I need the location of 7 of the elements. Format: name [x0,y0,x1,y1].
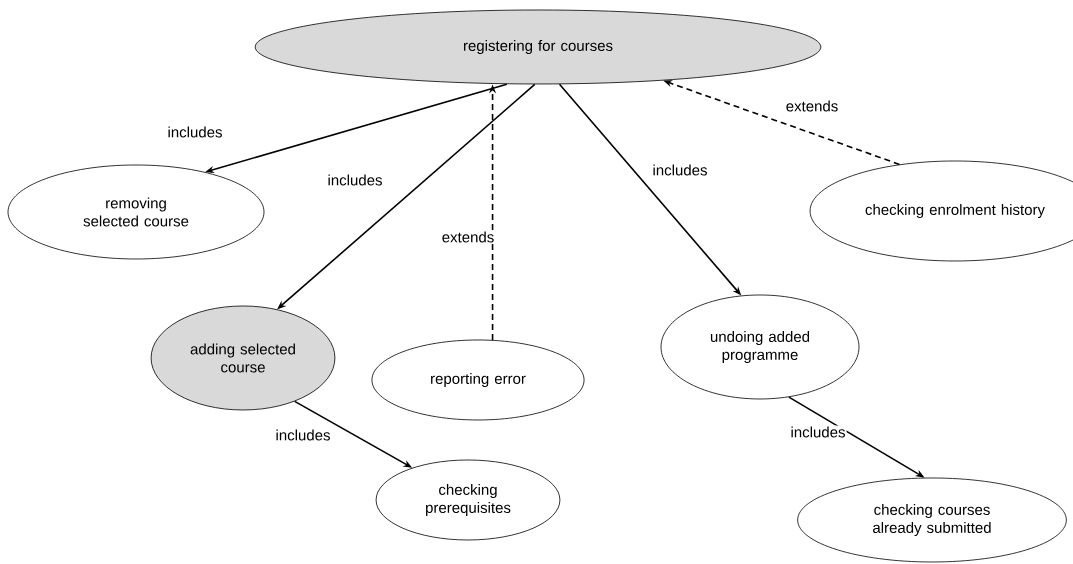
edge-label: includes [326,173,384,187]
edge-label: includes [166,125,224,139]
edge-label: extends [440,230,496,244]
edge-label: includes [274,428,332,442]
edge-label: includes [651,163,709,177]
edge-label: extends [784,99,840,113]
edge-label: includes [789,425,847,439]
